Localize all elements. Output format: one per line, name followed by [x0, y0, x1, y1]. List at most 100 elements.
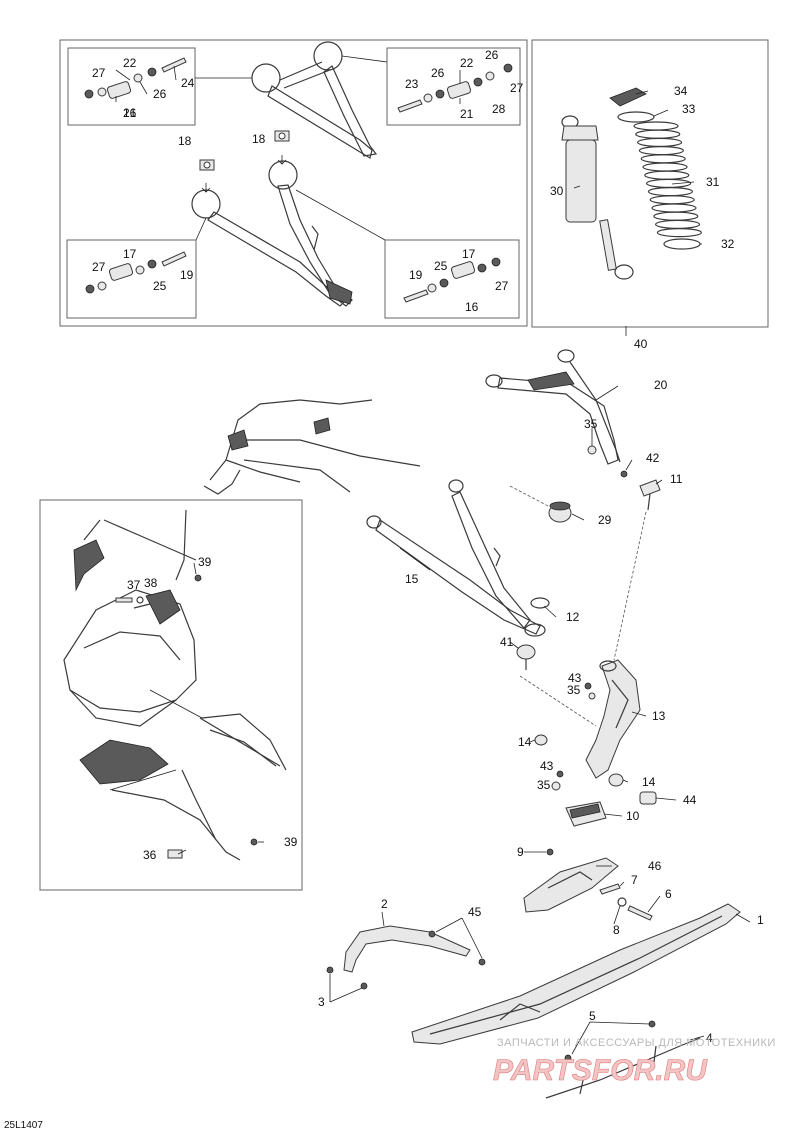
callout-24: 24	[181, 76, 195, 90]
callout-28: 28	[492, 102, 506, 116]
bushing-kit-bottom-right	[403, 257, 501, 303]
callout-2: 2	[381, 897, 388, 911]
callout-7: 7	[631, 873, 638, 887]
bolt-7	[599, 883, 621, 895]
callout-20: 20	[654, 378, 668, 392]
bushing-inset-top-left	[67, 47, 196, 126]
callout-10: 10	[626, 809, 640, 823]
callout-25: 25	[434, 259, 448, 273]
callout-29: 29	[598, 513, 612, 527]
a-arm-detail-frame	[59, 39, 528, 327]
callout-19: 19	[409, 268, 423, 282]
callout-35: 35	[537, 778, 551, 792]
chassis-front-assembly	[203, 399, 421, 495]
washer-18-b	[274, 130, 290, 142]
ball-joint-41	[516, 644, 536, 670]
callout-18: 18	[252, 132, 266, 146]
ski-leg-46	[523, 857, 619, 913]
screw-3-b	[360, 982, 368, 990]
coil-spring	[633, 121, 703, 238]
callout-16: 16	[465, 300, 479, 314]
cap-12	[530, 597, 550, 609]
callout-36: 36	[143, 848, 157, 862]
callout-11: 11	[670, 472, 683, 486]
callout-44: 44	[683, 793, 697, 807]
callout-6: 6	[665, 887, 672, 901]
callout-8: 8	[613, 923, 620, 937]
screw-45-a	[428, 930, 436, 938]
callout-22: 22	[123, 56, 137, 70]
callout-19: 19	[180, 268, 194, 282]
diagram-code: 25L1407	[4, 1120, 43, 1131]
ball-joint-11	[639, 479, 661, 511]
nut-39-upper	[194, 574, 202, 582]
spring-retainer-34	[609, 87, 647, 107]
upper-a-arm	[485, 349, 621, 465]
ski-handle-2	[343, 925, 471, 973]
callout-27: 27	[92, 260, 106, 274]
callout-4: 4	[706, 1031, 713, 1045]
bushing-14-left	[534, 734, 548, 746]
callout-26: 26	[485, 48, 499, 62]
callout-34: 34	[674, 84, 688, 98]
lower-a-arm-detail	[191, 160, 353, 307]
nut-9	[546, 848, 554, 856]
upper-a-arm-detail	[251, 41, 378, 159]
screw-3-a	[326, 966, 334, 974]
nut-39-lower	[250, 838, 258, 846]
callout-15: 15	[405, 572, 419, 586]
callout-21: 21	[460, 107, 474, 121]
nut-43-lower	[556, 770, 564, 778]
washer-18-a	[199, 159, 215, 171]
spring-seat-33	[617, 111, 655, 123]
callout-33: 33	[682, 102, 696, 116]
callout-43: 43	[540, 759, 554, 773]
callout-18: 18	[178, 134, 192, 148]
spring-seat-32	[663, 238, 701, 250]
callout-3: 3	[318, 995, 325, 1009]
washer-38	[136, 596, 144, 604]
callout-43: 43	[568, 671, 582, 685]
callout-27: 27	[495, 279, 509, 293]
callout-39: 39	[198, 555, 212, 569]
callout-38: 38	[144, 576, 158, 590]
callout-46: 46	[648, 859, 662, 873]
callout-35: 35	[567, 683, 581, 697]
bushing-kit-bottom-left	[85, 251, 187, 294]
bolt-35-lower	[551, 781, 561, 791]
chassis-frame-detail	[63, 509, 287, 861]
callout-13: 13	[652, 709, 666, 723]
lower-a-arm	[366, 479, 546, 637]
callout-21: 21	[123, 106, 137, 120]
callout-25: 25	[153, 279, 167, 293]
callout-12: 12	[566, 610, 580, 624]
bolt-37	[115, 597, 133, 603]
watermark-logo: PARTSFOR.RU	[493, 1054, 708, 1087]
callout-1: 1	[757, 913, 764, 927]
callout-26: 26	[431, 66, 445, 80]
chassis-detail-frame	[39, 499, 303, 891]
callout-31: 31	[706, 175, 720, 189]
bushing-kit-top-right	[397, 63, 513, 113]
bolt-6	[627, 905, 653, 921]
callout-37: 37	[127, 578, 141, 592]
callout-30: 30	[550, 184, 564, 198]
bushing-inset-bottom-right	[384, 239, 520, 319]
spindle-13	[585, 659, 641, 779]
ski-1	[411, 903, 741, 1045]
bushing-14-right	[608, 773, 624, 787]
nut-43-upper	[584, 682, 592, 690]
callout-14: 14	[518, 735, 532, 749]
bumper-29	[548, 501, 572, 523]
callout-22: 22	[460, 56, 474, 70]
leader-lines	[115, 65, 751, 1055]
callout-27: 27	[510, 81, 524, 95]
runner-4	[545, 1037, 701, 1099]
callout-40: 40	[634, 337, 648, 351]
screw-45-b	[478, 958, 486, 966]
shock-absorber	[561, 115, 634, 280]
nut-5-a	[564, 1054, 572, 1062]
callout-27: 27	[92, 66, 106, 80]
